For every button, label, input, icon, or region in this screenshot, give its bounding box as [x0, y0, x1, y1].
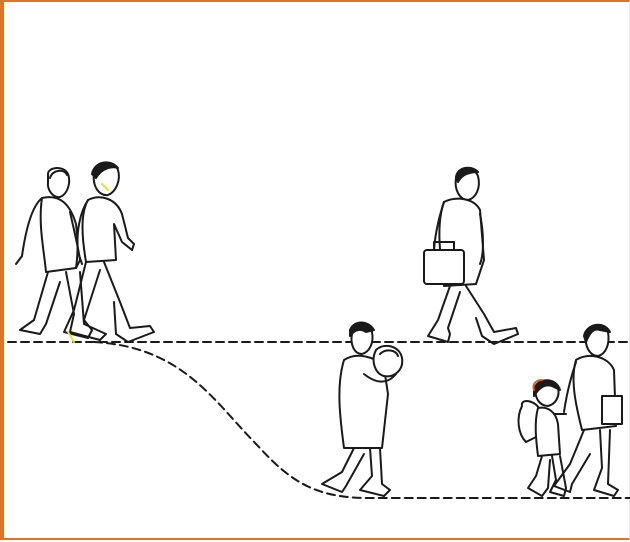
woman-holding-baby: [322, 323, 402, 497]
illustration-canvas: [4, 2, 630, 542]
walking-man-left: [64, 162, 154, 342]
adult-holding-child-hand: [554, 325, 622, 496]
man-with-briefcase: [424, 168, 518, 344]
